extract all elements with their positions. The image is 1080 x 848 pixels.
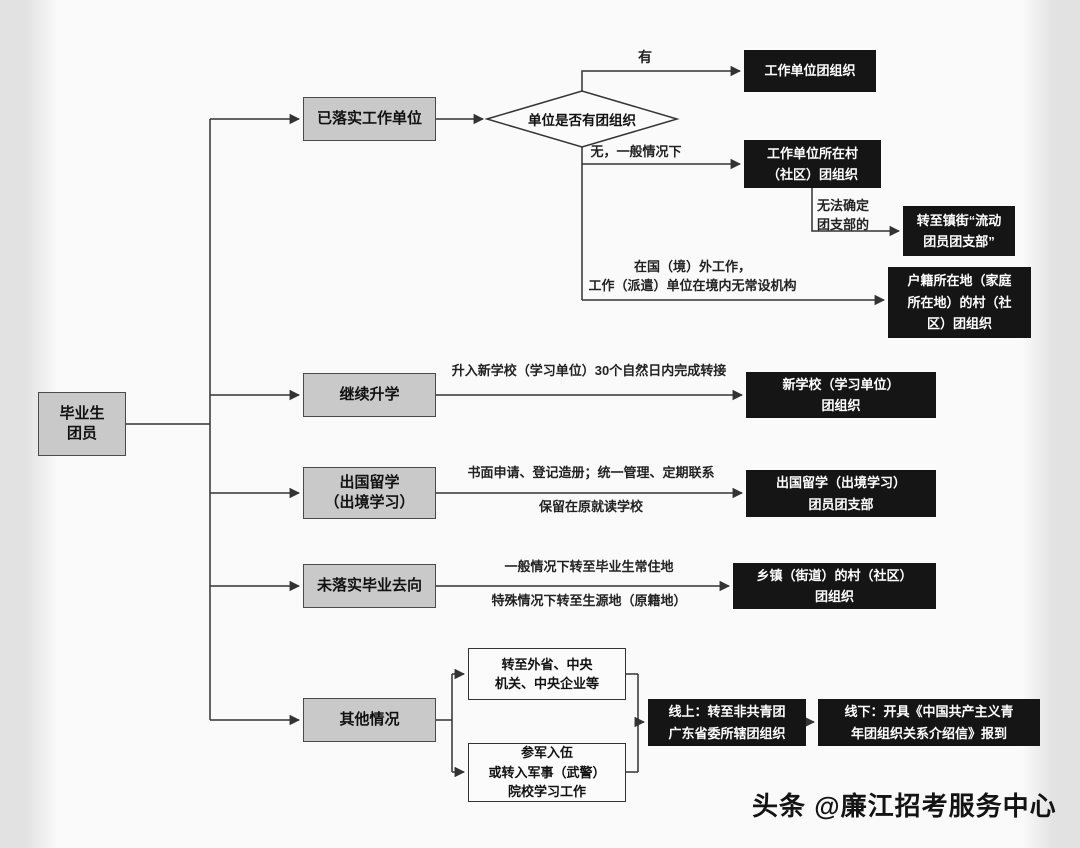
edge-label-special-origin-place: 特殊情况下转至生源地（原籍地） [491, 593, 687, 608]
result-box-work-unit-league-org: 工作单位团组织 [744, 50, 876, 92]
root-node-graduate-member: 毕业生 团员 [38, 392, 126, 456]
result-box-offline-letter-report: 线下：开具《中国共产主义青 年团组织关系介绍信》报到 [818, 699, 1040, 746]
option-box-transfer-out-of-province: 转至外省、中央 机关、中央企业等 [468, 648, 626, 700]
category-box-continue-education: 继续升学 [303, 373, 436, 417]
watermark-toutiao-account: 头条 @廉江招考服务中心 [752, 791, 1057, 821]
result-box-township-village-league-org: 乡镇（街道）的村（社区） 团组织 [733, 563, 936, 609]
category-box-unsettled-destination: 未落实毕业去向 [303, 564, 436, 608]
edge-label-general-residence: 一般情况下转至毕业生常住地 [504, 559, 674, 574]
edge-label-cannot-determine-branch: 无法确定 团支部的 [817, 198, 870, 232]
decision-unit-has-league-org: 单位是否有团组织 [528, 113, 636, 128]
edge-label-yes: 有 [638, 49, 652, 65]
result-box-new-school-league-org: 新学校（学习单位） 团组织 [746, 372, 936, 418]
result-box-study-abroad-branch: 出国留学（出境学习） 团员团支部 [746, 470, 936, 517]
category-box-study-abroad: 出国留学 （出境学习） [303, 467, 436, 519]
result-box-household-registration-league-org: 户籍所在地（家庭 所在地）的村（社 区）团组织 [888, 267, 1031, 338]
result-box-online-transfer: 线上：转至非共青团 广东省委所辖团组织 [648, 699, 806, 746]
category-box-secured-work-unit: 已落实工作单位 [303, 97, 436, 141]
option-box-military-enlistment: 参军入伍 或转入军事（武警） 院校学习工作 [468, 743, 626, 802]
edge-label-new-school-30-days: 升入新学校（学习单位）30个自然日内完成转接 [451, 363, 727, 378]
edge-label-written-application: 书面申请、登记造册；统一管理、定期联系 [467, 465, 715, 480]
decision-diamond-shape [484, 90, 680, 148]
edge-label-no-general-case: 无，一般情况下 [590, 144, 682, 159]
connector-lines [126, 65, 901, 778]
edge-label-working-overseas: 在国（境）外工作， 工作（派遣）单位在境内无常设机构 [588, 259, 797, 293]
result-box-floating-member-branch: 转至镇街“流动 团员团支部” [903, 206, 1015, 256]
edge-label-keep-original-school: 保留在原就读学校 [538, 499, 643, 514]
category-box-other-situations: 其他情况 [303, 698, 436, 742]
result-box-work-unit-village-league-org: 工作单位所在村 （社区）团组织 [744, 140, 881, 188]
